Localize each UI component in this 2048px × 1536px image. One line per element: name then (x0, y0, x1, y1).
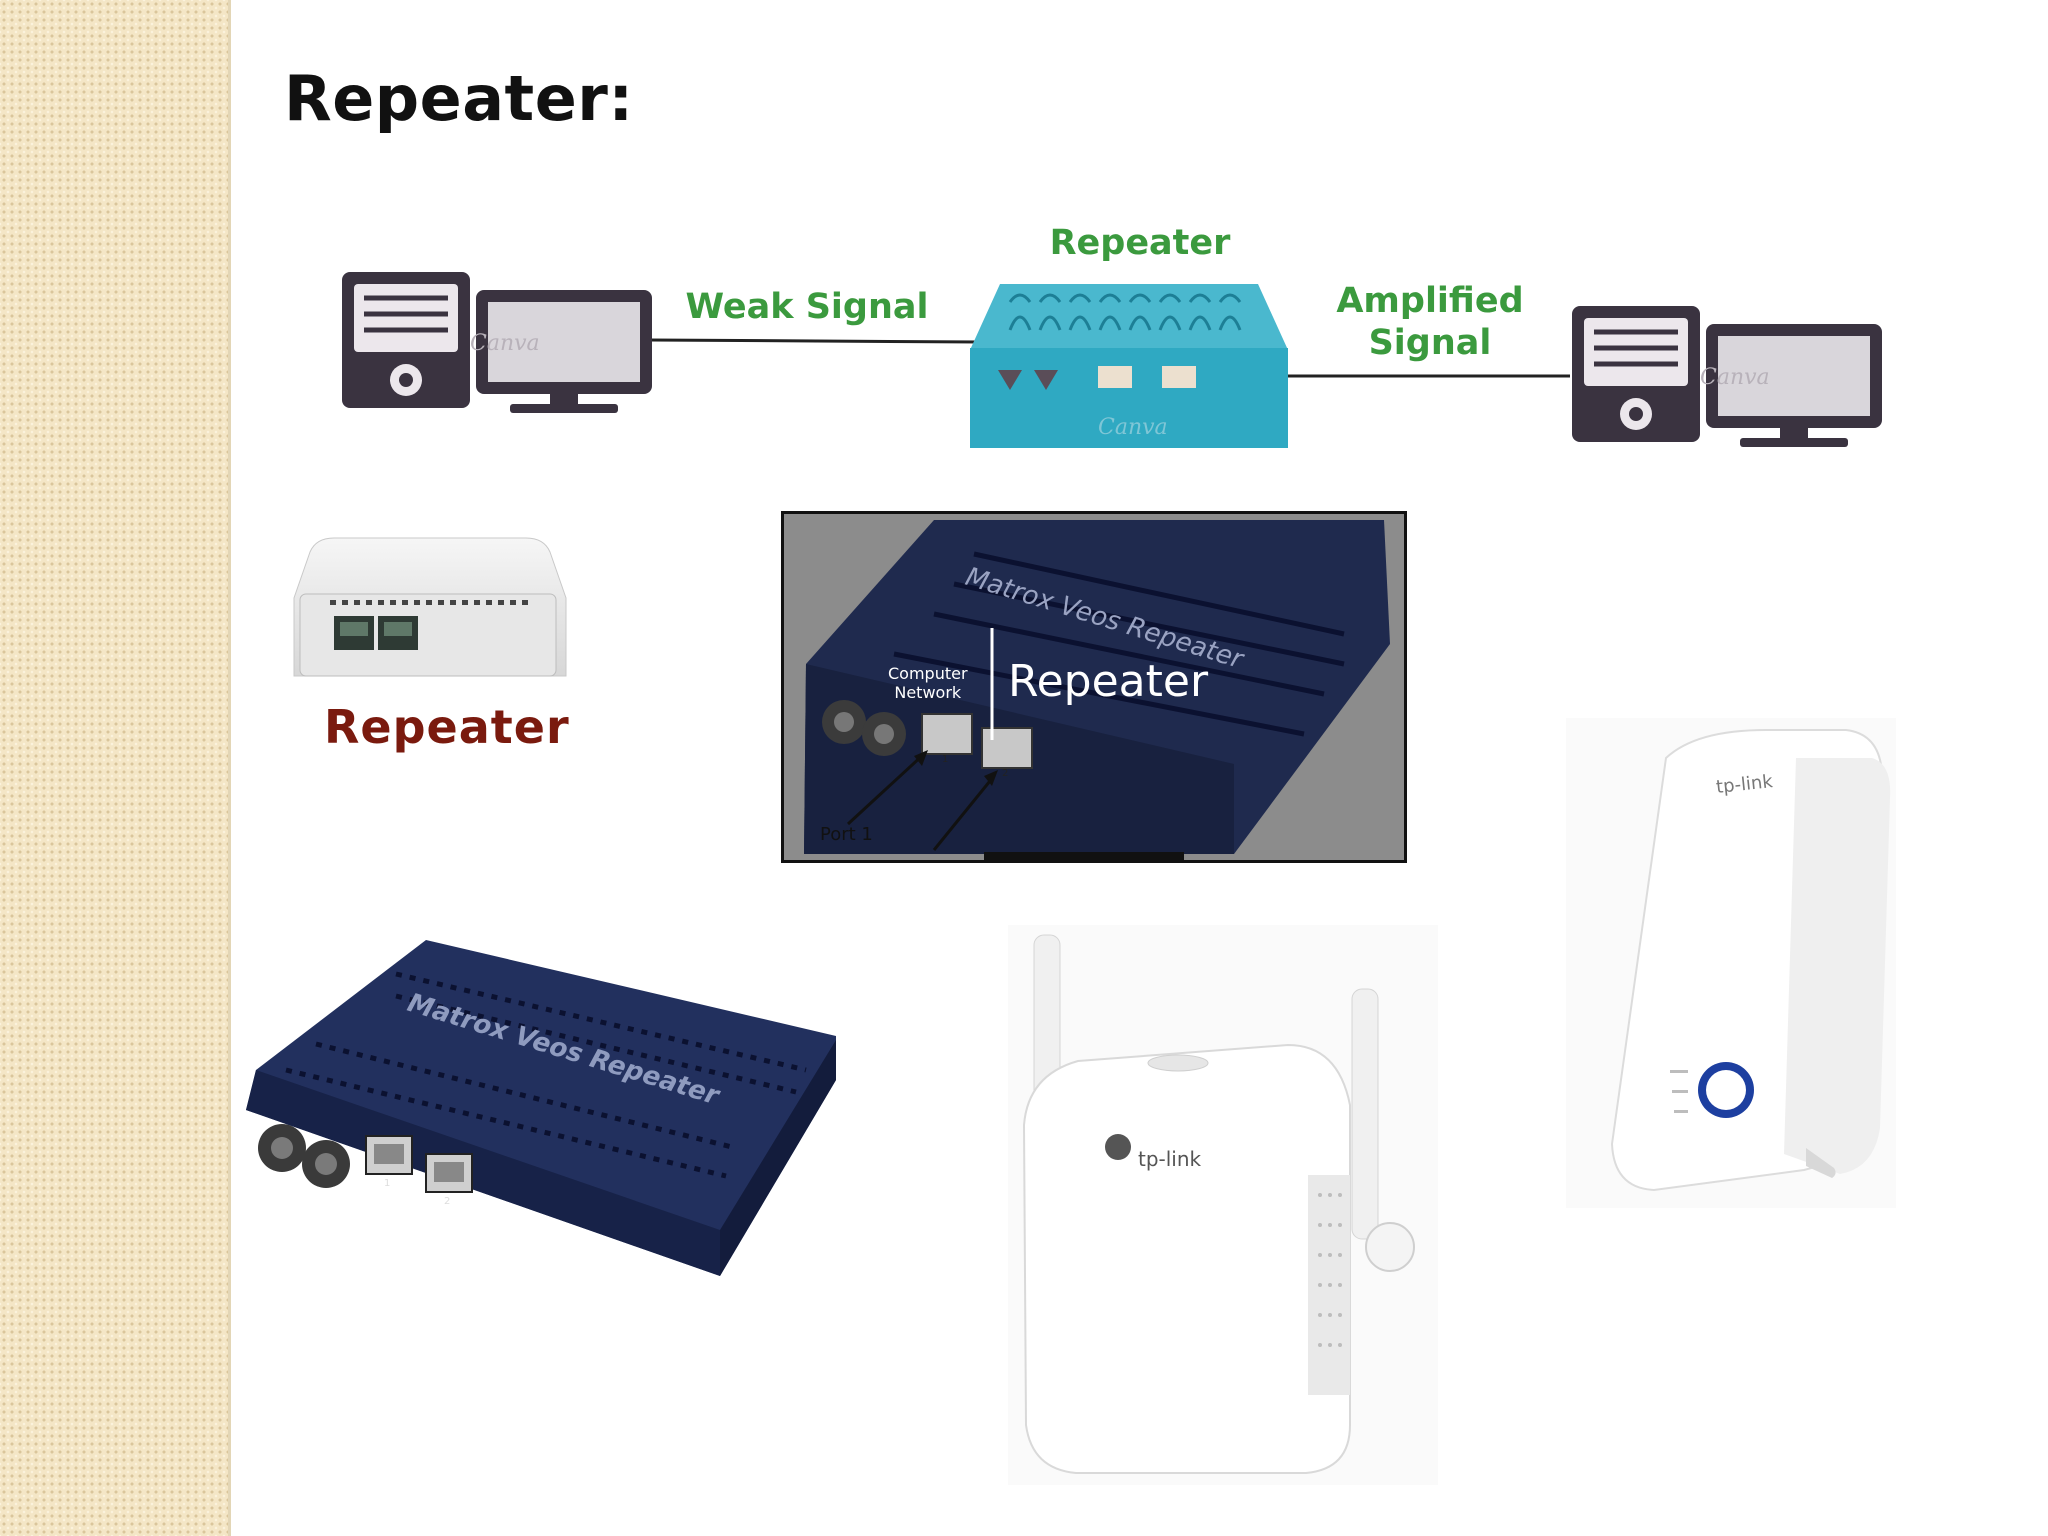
slide-title: Repeater: (284, 62, 634, 135)
tplink-dual-antenna-graphic (1022, 934, 1415, 1474)
small-repeater-graphic (293, 537, 567, 677)
annotated-port-number-2: 2 (1002, 768, 1009, 779)
small-repeater-photo (290, 536, 570, 686)
computer-network-label-line1: Computer (888, 664, 968, 683)
tplink-dual-antenna-photo: tp-link (1008, 925, 1438, 1485)
amplified-signal-label: Amplified Signal (1300, 280, 1560, 364)
small-repeater-caption: Repeater (324, 700, 570, 754)
product-port-number-1: 1 (384, 1178, 391, 1189)
repeater-watermark: Canva (1098, 415, 1168, 440)
right-watermark: Canva (1700, 365, 1770, 390)
tplink-wall-graphic (1610, 729, 1891, 1192)
amplified-signal-label-line2: Signal (1368, 323, 1492, 363)
tplink-wall-photo: tp-link (1566, 718, 1896, 1208)
port-1-label: Port 1 (820, 824, 873, 845)
repeater-network-diagram: Canva Canva (320, 200, 1920, 480)
product-port-number-2: 2 (444, 1196, 451, 1207)
matrox-product-graphic: Matrox Veos Repeater (246, 940, 836, 1276)
dual-antenna-brand-text: tp-link (1138, 1147, 1202, 1171)
right-computer-icon: Canva (1572, 306, 1882, 447)
diagram-graphic: Canva Canva (342, 272, 1882, 448)
annotated-port-number-1: 1 (942, 754, 949, 765)
weak-signal-label: Weak Signal (685, 287, 929, 327)
repeater-label: Repeater (1049, 223, 1231, 263)
amplified-signal-label-line1: Amplified (1336, 281, 1524, 321)
repeater-box-icon: Canva (970, 284, 1288, 448)
matrox-product-photo: Matrox Veos Repeater 1 2 (246, 940, 836, 1280)
computer-network-label: Computer Network (888, 664, 968, 702)
weak-signal-line (649, 338, 981, 344)
decorative-sidebar (0, 0, 231, 1536)
matrox-annotated-photo: Matrox Veos Repeater Repeater Computer N… (781, 511, 1407, 863)
annotated-repeater-title: Repeater (1008, 656, 1209, 707)
computer-network-label-line2: Network (894, 683, 962, 702)
left-computer-icon: Canva (342, 272, 652, 413)
matrox-annotated-graphic: Matrox Veos Repeater (804, 520, 1390, 860)
left-watermark: Canva (470, 331, 540, 356)
